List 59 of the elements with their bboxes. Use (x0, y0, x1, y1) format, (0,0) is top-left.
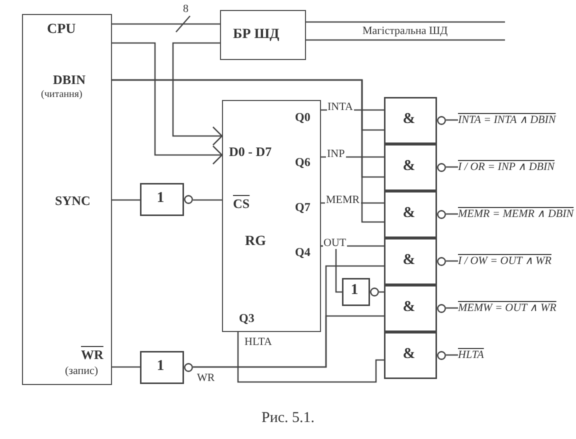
formula-label: I / OW = OUT ∧ WR (458, 254, 574, 268)
pin-label: CS (233, 197, 250, 211)
wire (193, 315, 384, 368)
formula-label: MEMR = MEMR ∧ DBIN (458, 208, 574, 220)
block-title: CPU (47, 23, 76, 37)
wire (193, 199, 222, 201)
formula-label: INTA = INTA ∧ DBIN (458, 114, 574, 126)
wire (112, 366, 140, 368)
edge-label: INTA (326, 101, 354, 113)
pin-label: WR (81, 348, 104, 362)
block-title: RG (245, 235, 266, 249)
edge-label: HLTA (244, 336, 273, 348)
gate-symbol: 1 (156, 190, 166, 204)
wire (321, 156, 384, 158)
block-title: БР ШД (233, 28, 280, 42)
gate-symbol: & (402, 300, 416, 314)
pin-label: D0 - D7 (229, 145, 272, 159)
output-wire (446, 260, 458, 262)
edge-label: MEMR (325, 194, 361, 206)
gate-symbol: & (402, 158, 416, 172)
bus-line (112, 42, 223, 165)
pin-note: (читання) (41, 88, 82, 102)
gate-symbol: & (402, 112, 416, 126)
output-wire (446, 307, 458, 309)
bus-driver-block (220, 10, 306, 60)
bus-wire (112, 16, 220, 32)
wire (112, 199, 140, 201)
output-wire (446, 119, 458, 121)
cpu-block (22, 14, 112, 385)
gate-symbol: 1 (350, 283, 360, 297)
pin-label: DBIN (53, 73, 86, 87)
gate-symbol: & (402, 206, 416, 220)
formula-label: MEMW = OUT ∧ WR (458, 302, 574, 314)
wire (112, 79, 384, 223)
figure-caption: Рис. 5.1. (262, 410, 315, 427)
pin-label: Q4 (295, 245, 310, 259)
output-wire (446, 166, 458, 168)
edge-label: Магістральна ШД (362, 25, 449, 37)
formula-label: I / OR = INP ∧ DBIN (458, 160, 574, 174)
bus-line (172, 42, 223, 146)
edge-label: OUT (322, 237, 348, 249)
pin-label: Q7 (295, 200, 310, 214)
pin-label: Q0 (295, 110, 310, 124)
edge-label: WR (196, 372, 216, 384)
gate-symbol: & (402, 252, 416, 266)
register-block (222, 100, 321, 332)
formula-label: HLTA (458, 348, 574, 362)
edge-label: INP (326, 148, 346, 160)
output-wire (446, 213, 458, 215)
gate-symbol: 1 (156, 358, 166, 372)
gate-symbol: & (402, 346, 416, 360)
bus-lines (306, 21, 505, 41)
pin-label: SYNC (55, 194, 90, 208)
pin-label: Q6 (295, 155, 310, 169)
wire (237, 332, 384, 383)
output-wire (446, 354, 458, 356)
pin-note: (запис) (65, 364, 98, 378)
edge-label: 8 (182, 3, 190, 15)
pin-label: Q3 (239, 311, 254, 325)
